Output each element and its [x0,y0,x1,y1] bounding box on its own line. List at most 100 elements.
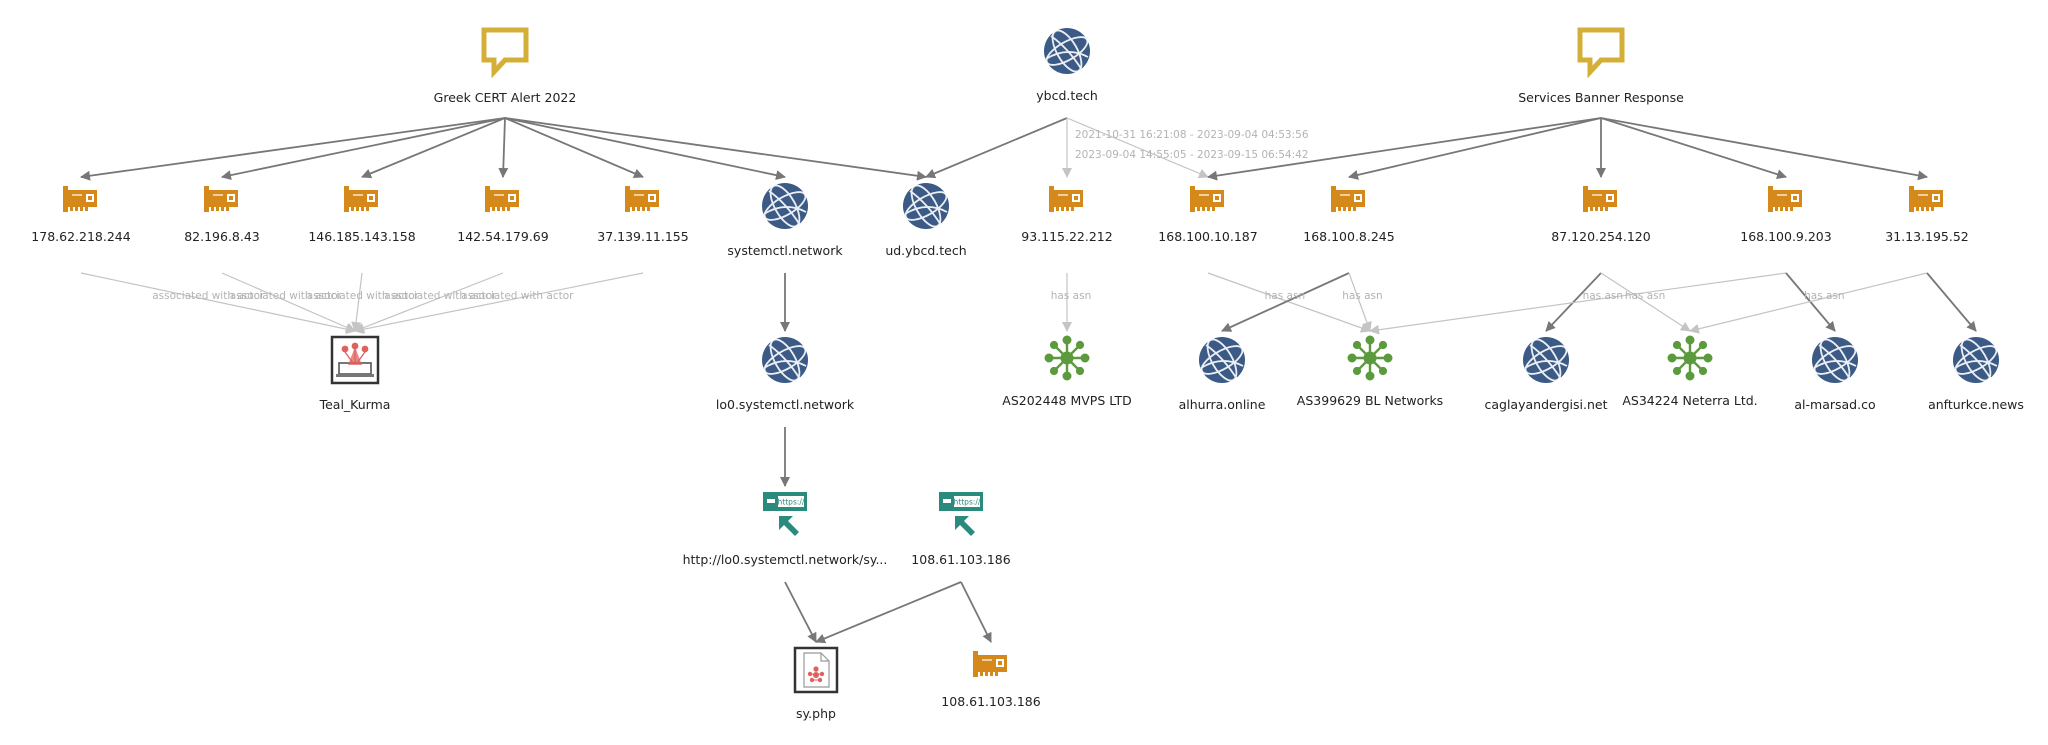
edge-ip-142-54-to-teal-kurma[interactable] [354,272,504,333]
globe-icon [947,26,1187,80]
edge-url-lo0-to-sy-php[interactable] [784,581,817,643]
edge-label-layer: 2021-10-31 16:21:08 - 2023-09-04 04:53:5… [152,129,1844,302]
node-label: 37.139.11.155 [597,229,689,244]
node-ip-168-8-245[interactable]: 168.100.8.245 [1229,181,1469,244]
edge-ip-168-10-187-to-as399629[interactable] [1207,272,1371,333]
node-label: 146.185.143.158 [308,229,416,244]
network-card-icon [242,181,482,221]
node-alhurra[interactable]: alhurra.online [1102,335,1342,412]
node-label: 31.13.195.52 [1885,229,1969,244]
node-as202448[interactable]: AS202448 MVPS LTD [947,335,1187,408]
file-icon [696,646,936,698]
edge-label: associated with actor [307,290,420,302]
node-label: 87.120.254.120 [1551,229,1651,244]
network-card-icon [1481,181,1721,221]
edge-ip-31-13-to-anfturkce[interactable] [1926,272,1977,332]
edge-ybcd-tech-to-ud-ybcd[interactable] [925,117,1068,179]
node-ip-31-13[interactable]: 31.13.195.52 [1807,181,2047,244]
node-label: lo0.systemctl.network [715,397,855,412]
edge-greek-cert-to-ip-146-185[interactable] [361,117,506,179]
globe-icon [665,181,905,235]
node-ip-87-120[interactable]: 87.120.254.120 [1481,181,1721,244]
globe-icon [1715,335,1955,389]
node-ip-142-54[interactable]: 142.54.179.69 [383,181,623,244]
edge-ip-146-185-to-teal-kurma[interactable] [351,272,363,332]
edge-services-banner-to-ip-168-10-187[interactable] [1207,117,1602,181]
node-url-lo0[interactable]: https:// http://lo0.systemctl.network/sy… [665,490,905,567]
globe-icon [1856,335,2048,389]
network-card-icon [102,181,342,221]
edge-label: associated with actor [461,290,574,302]
edge-ip-168-8-245-to-alhurra[interactable] [1221,272,1350,332]
node-label: al-marsad.co [1794,397,1876,412]
edge-greek-cert-to-ip-82-196[interactable] [221,117,506,181]
edge-label: 2023-09-04 14:55:05 - 2023-09-15 06:54:4… [1075,149,1309,161]
network-card-icon [1088,181,1328,221]
edge-ip-178-62-to-teal-kurma[interactable] [80,272,356,335]
node-label: 178.62.218.244 [31,229,131,244]
node-caglayan[interactable]: caglayandergisi.net [1426,335,1666,412]
node-ip-93-115[interactable]: 93.115.22.212 [947,181,1187,244]
edge-services-banner-to-ip-168-9-203[interactable] [1600,117,1787,180]
node-label: 168.100.10.187 [1158,229,1258,244]
edge-ip-37-139-to-teal-kurma[interactable] [354,272,644,335]
node-label: Teal_Kurma [319,397,391,412]
node-systemctl[interactable]: systemctl.network [665,181,905,258]
threat-actor-icon [235,335,475,389]
edge-greek-cert-to-systemctl[interactable] [504,117,786,181]
speech-bubble-icon [1481,26,1721,82]
node-ip-178-62[interactable]: 178.62.218.244 [0,181,201,244]
node-teal-kurma[interactable]: Teal_Kurma [235,335,475,412]
asn-hub-icon [1570,335,1810,385]
edge-greek-cert-to-ip-178-62[interactable] [80,117,506,181]
node-ip-37-139[interactable]: 37.139.11.155 [523,181,763,244]
node-label: AS34224 Neterra Ltd. [1622,393,1758,408]
edge-ip-82-196-to-teal-kurma[interactable] [221,272,356,332]
edge-ip-168-9-203-to-as399629[interactable] [1369,272,1787,335]
node-ip-82-196[interactable]: 82.196.8.43 [102,181,342,244]
node-label: anfturkce.news [1928,397,2024,412]
edge-ip-168-8-245-to-as399629[interactable] [1348,272,1372,332]
globe-icon [806,181,1046,235]
node-url-108[interactable]: https:// 108.61.103.186 [841,490,1081,567]
node-label: 82.196.8.43 [184,229,260,244]
edge-layer [80,117,1977,644]
edge-url-108-to-ip-108[interactable] [960,581,992,643]
edge-services-banner-to-ip-31-13[interactable] [1600,117,1928,181]
node-ybcd-tech[interactable]: ybcd.tech [947,26,1187,103]
globe-icon [1426,335,1666,389]
node-label: AS399629 BL Networks [1296,393,1444,408]
edge-ip-31-13-to-as34224[interactable] [1689,272,1928,334]
edge-ip-87-120-to-as34224[interactable] [1600,272,1691,332]
node-ip-168-10-187[interactable]: 168.100.10.187 [1088,181,1328,244]
node-lo0[interactable]: lo0.systemctl.network [665,335,905,412]
edge-greek-cert-to-ip-142-54[interactable] [498,117,509,178]
node-label: systemctl.network [727,243,843,258]
edge-ybcd-tech-to-ip-168-10-187[interactable] [1066,117,1209,179]
edge-services-banner-to-ip-168-8-245[interactable] [1348,117,1602,180]
node-ip-108[interactable]: 108.61.103.186 [871,646,1111,709]
edge-label: has asn [1342,290,1382,302]
node-as399629[interactable]: AS399629 BL Networks [1250,335,1490,408]
node-ud-ybcd[interactable]: ud.ybcd.tech [806,181,1046,258]
network-card-icon [871,646,1111,686]
edge-label: has asn [1804,290,1844,302]
node-ip-146-185[interactable]: 146.185.143.158 [242,181,482,244]
node-greek-cert[interactable]: Greek CERT Alert 2022 [385,26,625,105]
network-card-icon [947,181,1187,221]
node-ip-168-9-203[interactable]: 168.100.9.203 [1666,181,1906,244]
edge-ip-87-120-to-caglayan[interactable] [1545,272,1602,332]
node-label: Services Banner Response [1518,90,1684,105]
edge-label: has asn [1265,290,1305,302]
node-al-marsad[interactable]: al-marsad.co [1715,335,1955,412]
node-services-banner[interactable]: Services Banner Response [1481,26,1721,105]
node-anfturkce[interactable]: anfturkce.news [1856,335,2048,412]
edge-url-108-to-sy-php[interactable] [815,581,962,644]
node-as34224[interactable]: AS34224 Neterra Ltd. [1570,335,1810,408]
speech-bubble-icon [385,26,625,82]
network-card-icon [383,181,623,221]
edge-greek-cert-to-ip-37-139[interactable] [504,117,644,179]
edge-greek-cert-to-ud-ybcd[interactable] [504,117,927,181]
node-sy-php[interactable]: sy.php [696,646,936,721]
